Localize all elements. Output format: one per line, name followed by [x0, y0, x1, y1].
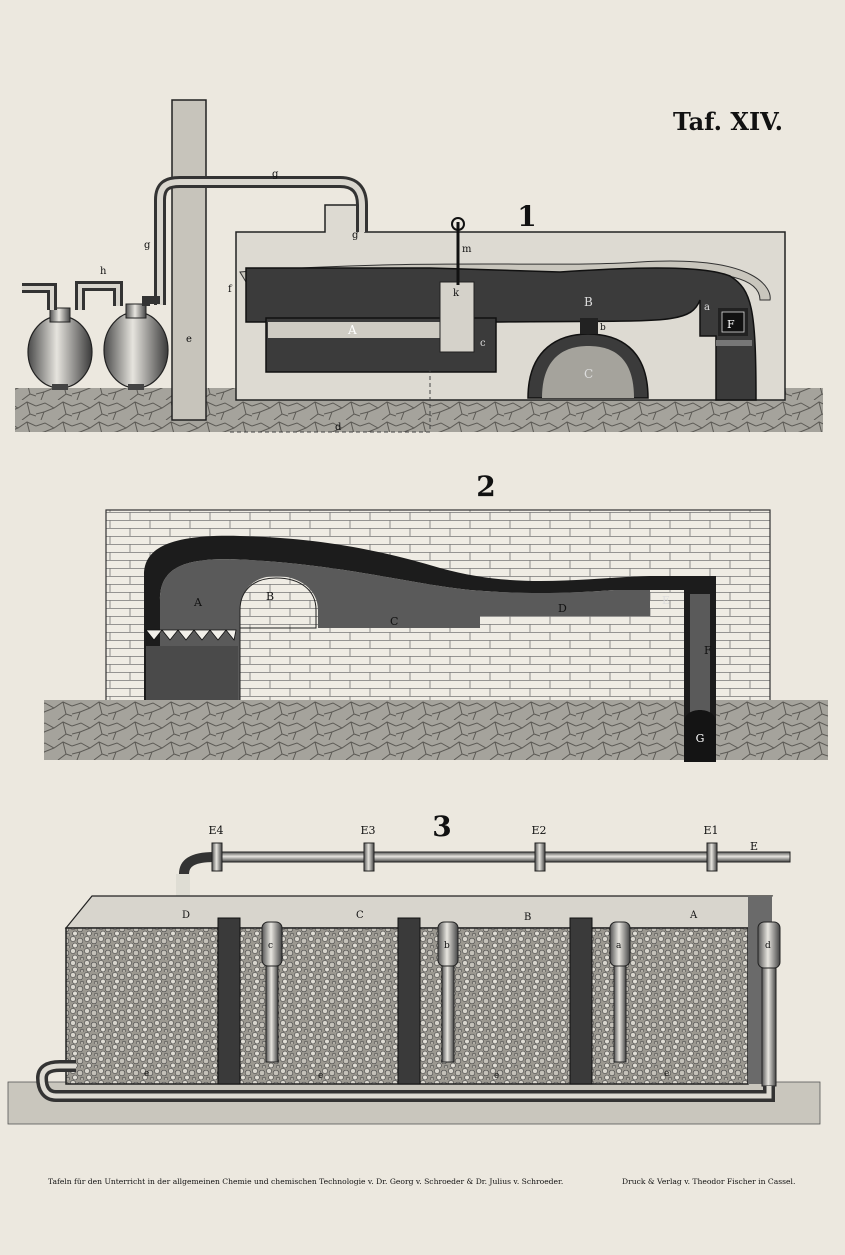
fig3-label-c: c — [268, 941, 273, 951]
fig3-label-e-4: e — [664, 1069, 669, 1079]
figure-3-number: 3 — [432, 810, 451, 843]
fig1-dome-C-inner — [542, 346, 634, 398]
fig1-jar-right-foot — [128, 384, 144, 390]
fig3-label-e-2: e — [318, 1071, 323, 1081]
fig1-label-g-inner: g — [352, 230, 359, 241]
fig1-label-f: f — [228, 284, 233, 295]
fig2-flue-F — [690, 594, 710, 744]
fig3-label-d: d — [765, 941, 771, 951]
figure-1: 1 — [15, 99, 823, 433]
fig2-ash-pit — [146, 646, 238, 700]
fig3-label-e-1: e — [144, 1069, 149, 1079]
fig1-jar-left-neck — [49, 307, 71, 323]
fig3-label-E3: E3 — [360, 824, 375, 837]
fig1-label-h: h — [100, 266, 107, 277]
fig1-label-k: k — [453, 288, 460, 299]
fig3-label-b: b — [444, 941, 450, 951]
fig1-label-g-left: g — [144, 240, 151, 251]
fig1-label-c: c — [480, 338, 486, 349]
fig1-chimney — [171, 99, 207, 421]
fig1-grate — [716, 340, 752, 346]
fig3-tap-E3 — [363, 842, 375, 872]
fig3-label-C: C — [356, 910, 364, 921]
fig3-partition-2 — [397, 917, 421, 1085]
fig3-label-E2: E2 — [531, 824, 546, 837]
fig3-siphon-a — [609, 921, 631, 1063]
fig2-label-E: E — [662, 594, 670, 607]
fig1-pipe-g-highlight — [157, 179, 365, 305]
fig3-floor — [7, 1081, 821, 1125]
fig3-siphon-d — [757, 921, 781, 1087]
fig1-jar-left-foot — [52, 384, 68, 390]
fig1-label-m: m — [462, 244, 472, 255]
fig1-label-C: C — [584, 367, 593, 381]
figure-2-number: 2 — [476, 470, 495, 503]
fig3-water-stream — [176, 874, 190, 900]
fig1-label-e: e — [186, 334, 192, 345]
fig3-siphon-c — [261, 921, 283, 1063]
fig3-label-E: E — [750, 840, 758, 853]
fig1-jar-right-neck — [125, 303, 147, 319]
fig3-tap-E2 — [534, 842, 546, 872]
fig3-label-A: A — [689, 910, 698, 921]
fig3-partition-3 — [569, 917, 593, 1085]
fig1-dome-neck — [580, 318, 598, 334]
fig1-channel-A-slot — [268, 322, 446, 338]
fig1-retort-k — [439, 281, 475, 353]
footer-left: Tafeln für den Unterricht in der allgeme… — [48, 1177, 563, 1186]
fig2-label-F: F — [704, 644, 712, 657]
plate-title: Taf. XIV. — [673, 107, 783, 136]
figure-1-number: 1 — [517, 200, 536, 233]
fig1-rod-ring — [451, 217, 465, 231]
fig3-label-D: D — [182, 910, 190, 921]
fig1-firebox-door — [721, 311, 745, 333]
fig1-jar-left — [27, 315, 93, 389]
figure-3: 3 E4 E3 E2 E1 E D C B — [7, 810, 821, 1125]
fig1-label-F: F — [727, 318, 735, 331]
fig1-label-a: a — [704, 302, 710, 313]
fig2-label-D: D — [558, 602, 567, 615]
fig3-drain-pipe-highlight — [39, 1063, 772, 1099]
footer-right: Druck & Verlag v. Theodor Fischer in Cas… — [622, 1177, 795, 1186]
fig3-siphon-b — [437, 921, 459, 1063]
fig1-label-g-top: g — [272, 169, 279, 180]
fig3-label-e-3: e — [494, 1071, 499, 1081]
fig1-flue-d — [230, 370, 431, 433]
fig3-label-E1: E1 — [703, 824, 718, 837]
fig3-label-E4: E4 — [208, 824, 223, 837]
fig1-label-d: d — [335, 422, 342, 433]
fig2-label-A: A — [193, 596, 203, 609]
fig1-label-B: B — [584, 295, 593, 309]
fig1-connecting-pipe-h-highlight — [22, 284, 120, 310]
fig1-label-b: b — [600, 323, 606, 333]
fig2-channel-G — [684, 710, 716, 762]
fig1-muffle-chamber — [245, 267, 757, 401]
fig1-jar-pipe — [142, 296, 160, 306]
fig3-tap-E1 — [706, 842, 718, 872]
fig2-label-B: B — [266, 590, 274, 603]
fig3-tap-E4 — [211, 842, 223, 872]
figure-2: 2 A B C D E F G — [44, 470, 828, 762]
fig2-combustion-chamber — [160, 559, 650, 700]
fig3-label-a: a — [616, 941, 622, 951]
fig3-label-B: B — [524, 912, 531, 923]
fig2-flue-outline — [144, 535, 650, 700]
fig1-label-A: A — [347, 323, 357, 337]
fig2-label-G: G — [696, 732, 705, 745]
fig2-label-C: C — [390, 615, 398, 628]
fig1-jar-right — [103, 311, 169, 389]
fig3-water-main — [213, 851, 791, 863]
fig3-spout — [179, 852, 215, 875]
fig1-jars — [22, 281, 169, 390]
fig2-bridge — [239, 577, 317, 700]
fig2-grate — [145, 629, 237, 641]
fig3-partition-1 — [217, 917, 241, 1085]
